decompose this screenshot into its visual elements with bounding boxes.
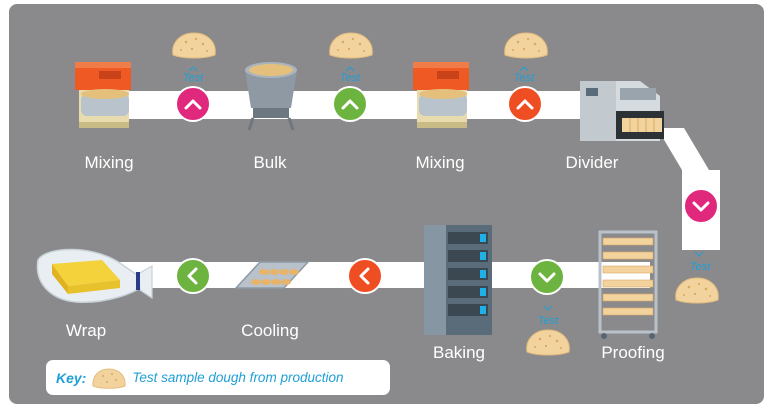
stage-label-divider: Divider — [566, 153, 619, 172]
test-marker — [332, 86, 368, 122]
stage-label-wrap: Wrap — [66, 321, 106, 340]
test-sample: Test — [504, 32, 548, 84]
bulk-tub-illustration — [243, 60, 299, 132]
diagram-panel — [9, 4, 764, 404]
test-marker — [175, 86, 211, 122]
legend-key: Key: Test sample dough from production — [46, 360, 390, 395]
test-sample: Test — [172, 32, 216, 84]
proofing-rack-illustration — [598, 230, 658, 341]
chevron-down-icon — [538, 272, 556, 283]
mixer-illustration — [75, 62, 131, 128]
chevron-up-icon — [184, 99, 202, 110]
stage-label-mixing: Mixing — [415, 153, 464, 172]
test-label: Test — [690, 261, 711, 273]
test-label: Test — [514, 72, 535, 84]
chevron-up-icon — [341, 99, 359, 110]
flow-arrow — [347, 258, 383, 294]
test-sample: Test — [329, 32, 373, 84]
test-marker — [683, 188, 719, 224]
chevron-left-icon — [187, 267, 198, 285]
caret-up-icon — [188, 66, 198, 72]
stage-label-mixing: Mixing — [84, 153, 133, 172]
key-description: Test sample dough from production — [132, 370, 344, 385]
test-sample: Test — [675, 251, 719, 304]
dough-icon — [675, 277, 719, 304]
dough-icon — [329, 32, 373, 59]
stage-label-cooling: Cooling — [241, 321, 299, 340]
stage-label-baking: Baking — [433, 343, 485, 362]
dough-key-icon — [92, 367, 126, 389]
dough-icon — [172, 32, 216, 59]
caret-up-icon — [519, 66, 529, 72]
caret-down-icon — [543, 305, 553, 311]
wrapped-bread-illustration — [36, 248, 153, 304]
chevron-down-icon — [692, 201, 710, 212]
chevron-up-icon — [516, 99, 534, 110]
dough-icon — [504, 32, 548, 59]
dough-icon — [526, 329, 570, 356]
oven-illustration — [424, 225, 492, 335]
divider-illustration — [579, 80, 665, 142]
caret-down-icon — [694, 251, 704, 257]
caret-up-icon — [345, 66, 355, 72]
stage-label-bulk: Bulk — [253, 153, 287, 172]
test-sample: Test — [526, 305, 570, 356]
test-marker — [529, 259, 565, 295]
test-label: Test — [538, 315, 559, 327]
test-label: Test — [340, 72, 361, 84]
stage-label-proofing: Proofing — [601, 343, 664, 362]
test-label: Test — [183, 72, 204, 84]
chevron-left-icon — [359, 267, 370, 285]
track-bend — [657, 128, 709, 170]
mixer-illustration — [413, 62, 469, 128]
flow-arrow — [175, 258, 211, 294]
test-marker — [507, 86, 543, 122]
key-title: Key: — [56, 369, 87, 386]
